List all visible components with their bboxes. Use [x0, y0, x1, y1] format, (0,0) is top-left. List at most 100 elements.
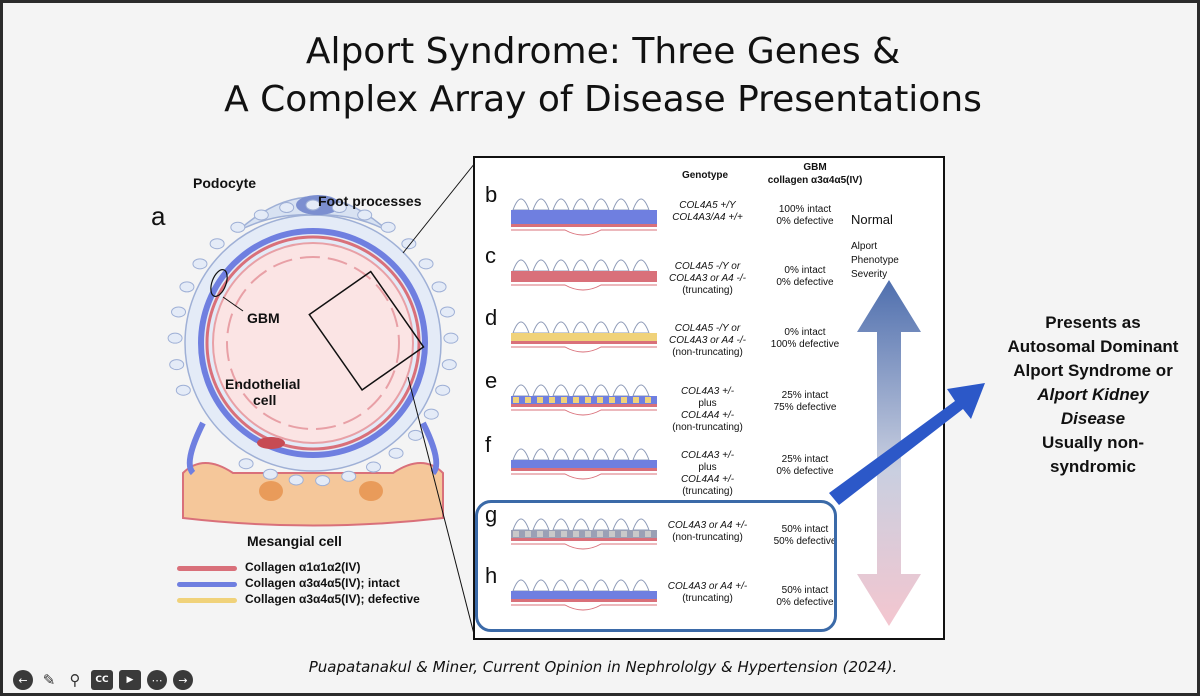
collagen-a1a1a2-band [511, 279, 657, 282]
captions-icon[interactable]: CC [91, 670, 113, 690]
gbm-defect-segment [609, 531, 615, 537]
foot-process [572, 518, 590, 531]
foot-process [171, 306, 187, 318]
endothelium-line [511, 346, 657, 353]
foot-process [262, 468, 278, 480]
row-genotype-h: COL4A3 or A4 +/-(truncating) [667, 581, 748, 604]
foot-process [431, 281, 447, 293]
foot-process [532, 321, 550, 334]
gbm-band [511, 460, 657, 468]
endothelium-line [511, 473, 657, 480]
foot-process-bumps [167, 199, 459, 487]
foot-process [632, 198, 650, 211]
foot-process [388, 447, 404, 459]
collagen-a1a1a2-band [511, 468, 657, 471]
gbm-defect-segment [549, 397, 555, 403]
foot-process [592, 579, 610, 592]
row-letter-h: h [485, 563, 498, 588]
foot-process [512, 579, 530, 592]
label-gbm: GBM [247, 310, 280, 326]
gbm-defect-segment [585, 397, 591, 403]
label-severity-line1: Alport [851, 241, 878, 252]
pencil-icon[interactable]: ✎ [42, 671, 56, 689]
gbm-band [511, 333, 657, 341]
gbm-defect-segment [537, 397, 543, 403]
collagen-a1a1a2-band [511, 341, 657, 344]
foot-process [592, 518, 610, 531]
gbm-defect-segment [621, 397, 627, 403]
foot-process [632, 384, 650, 397]
foot-process [532, 448, 550, 461]
foot-process [632, 259, 650, 272]
gbm-defect-segment [573, 397, 579, 403]
foot-process [441, 359, 457, 371]
foot-process [552, 321, 570, 334]
endothelium-line [511, 604, 657, 611]
gbm-band [511, 396, 657, 404]
foot-process [357, 209, 373, 221]
collagen-a1a1a2-band [511, 538, 657, 541]
foot-process [209, 238, 225, 250]
gbm-band [511, 271, 657, 279]
more-icon[interactable]: ⋯ [147, 670, 167, 690]
foot-process [341, 470, 357, 482]
foot-process [612, 198, 630, 211]
highlight-box-g-h [475, 500, 837, 632]
presents-line3: Alport Syndrome or [1013, 361, 1173, 380]
presentation-toolbar: ← ✎ ⚲ CC ▶ ⋯ → [13, 669, 193, 691]
legend-label-collagen-intact: Collagen α3α4α5(IV); intact [245, 576, 400, 590]
camera-icon[interactable]: ▶ [119, 670, 141, 690]
header-genotype: Genotype [681, 170, 729, 181]
back-arrow-icon[interactable]: ← [13, 670, 33, 690]
endothelium-line [511, 543, 657, 550]
slide-title-line1: Alport Syndrome: Three Genes & [305, 31, 901, 72]
foot-process [612, 259, 630, 272]
gbm-defect-segment [513, 531, 519, 537]
forward-arrow-icon[interactable]: → [173, 670, 193, 690]
gbm-defect-segment [537, 531, 543, 537]
foot-process [331, 202, 347, 214]
slide-title-line2: A Complex Array of Disease Presentations [224, 79, 982, 120]
label-normal: Normal [851, 212, 893, 227]
foot-process [592, 259, 610, 272]
search-icon[interactable]: ⚲ [69, 671, 81, 689]
gbm-defect-segment [513, 397, 519, 403]
foot-process [443, 332, 459, 344]
label-mesangial-cell: Mesangial cell [247, 533, 342, 549]
foot-process [315, 475, 331, 487]
label-endothelial-line2: cell [253, 392, 277, 408]
row-genotype-g: COL4A3 or A4 +/-(non-truncating) [667, 520, 748, 543]
foot-process [418, 258, 434, 270]
foot-process [592, 448, 610, 461]
foot-process [532, 579, 550, 592]
gbm-defect-segment [645, 531, 651, 537]
foot-process [572, 321, 590, 334]
foot-process [512, 259, 530, 272]
endothelium-line [511, 284, 657, 291]
capillary-diagram [182, 195, 444, 527]
foot-process [572, 579, 590, 592]
gbm-band [511, 591, 657, 599]
legend-swatch-collagen-defective [177, 598, 237, 603]
gbm-defect-segment [645, 397, 651, 403]
row-letter-b: b [485, 182, 498, 207]
header-gbm-line2: collagen α3α4α5(IV) [767, 175, 863, 186]
row-letter-d: d [485, 305, 498, 330]
presents-line4: Alport Kidney [1037, 385, 1149, 404]
foot-process [592, 384, 610, 397]
presents-line6: Usually non- [1041, 433, 1144, 452]
citation: Puapatanakul & Miner, Current Opinion in… [308, 658, 898, 676]
gbm-defect-segment [597, 531, 603, 537]
foot-process [365, 461, 381, 473]
gbm-defect-segment [585, 531, 591, 537]
gbm-defect-segment [573, 531, 579, 537]
header-gbm-line1: GBM [803, 162, 827, 173]
foot-process [167, 332, 183, 344]
